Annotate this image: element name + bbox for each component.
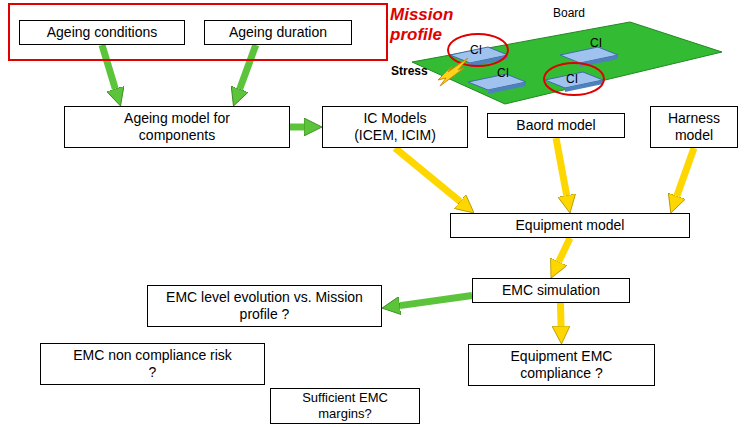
process-box: EMC non compliance risk ? [40,343,265,385]
process-box: Ageing model for components [64,106,290,148]
process-box: Sufficient EMC margins? [270,388,420,424]
process-box: EMC level evolution vs. Mission profile … [147,285,382,327]
chip-label: CI [566,72,578,86]
process-box: IC Models (ICEM, ICIM) [322,106,468,148]
flow-arrow [290,124,304,131]
flow-arrow [395,148,460,202]
highlight-circle [544,63,604,95]
chip-label: CI [497,66,509,80]
flow-arrow [557,303,565,326]
box-label: Equipment EMC compliance ? [477,348,647,382]
process-box: Equipment model [450,213,690,238]
group-title: Mission profile [390,5,460,45]
flow-arrow [559,238,570,262]
ic-chip-side [488,82,526,94]
process-box: Harness model [650,106,738,148]
flow-arrow [102,45,115,89]
box-label: Ageing conditions [47,24,158,41]
process-box: Ageing duration [204,20,352,45]
process-box: Baord model [487,113,625,138]
stress-bolt [438,58,468,86]
process-box: Equipment EMC compliance ? [468,344,655,386]
box-label: Equipment model [516,217,625,234]
process-box: Ageing conditions [19,20,185,45]
chip-label: CI [470,43,482,57]
board-plane [412,22,722,104]
box-label: Harness model [664,110,724,144]
box-label: EMC simulation [502,282,600,299]
highlight-circle [448,34,508,66]
chip-label: CI [590,36,602,50]
box-label: Baord model [516,117,595,134]
mission-profile-group: Mission profileAgeing conditionsAgeing d… [8,3,388,61]
box-label: Ageing model for components [112,110,242,144]
stress-label: Stress [391,64,428,78]
box-label: EMC level evolution vs. Mission profile … [165,289,365,323]
flow-arrow [556,138,567,195]
board-label: Board [553,6,585,20]
process-box: EMC simulation [472,278,630,303]
box-label: Ageing duration [229,24,327,41]
box-label: IC Models (ICEM, ICIM) [340,110,450,144]
flow-arrow [400,296,472,306]
flow-arrow [677,148,694,196]
box-label: Sufficient EMC margins? [285,390,405,422]
flow-arrow [240,45,256,89]
box-label: EMC non compliance risk ? [68,347,238,381]
